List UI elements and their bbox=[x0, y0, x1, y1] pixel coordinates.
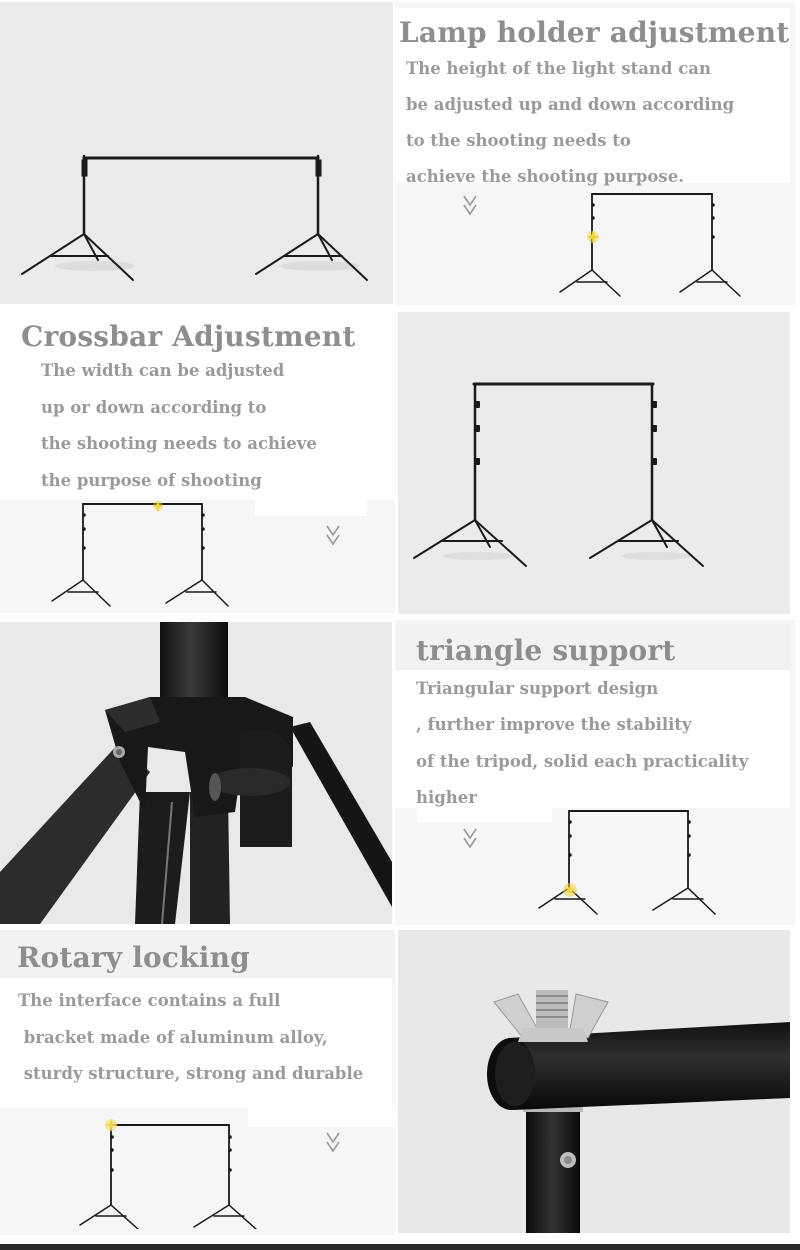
double-chevron-down-icon bbox=[326, 525, 340, 546]
section-text-line: up or down according to bbox=[41, 398, 267, 417]
section-title: Rotary locking bbox=[17, 941, 250, 974]
small-stand-illustration bbox=[559, 193, 741, 297]
text-backdrop bbox=[255, 498, 367, 516]
text-backdrop bbox=[0, 978, 392, 1108]
section-text-line: higher bbox=[416, 788, 477, 807]
section-text-line: bracket made of aluminum alloy, bbox=[18, 1028, 328, 1047]
section-text-line: Triangular support design bbox=[416, 679, 659, 698]
text-backdrop bbox=[417, 806, 552, 822]
double-chevron-down-icon bbox=[326, 1132, 340, 1153]
section-text-line: , further improve the stability bbox=[416, 715, 692, 734]
text-backdrop bbox=[395, 670, 790, 808]
double-chevron-down-icon bbox=[463, 195, 477, 216]
wing-nut-closeup bbox=[487, 990, 790, 1233]
section-text-line: The height of the light stand can bbox=[406, 59, 711, 78]
small-stand-illustration bbox=[51, 500, 229, 607]
small-stand-illustration bbox=[538, 810, 716, 915]
section-text-line: sturdy structure, strong and durable bbox=[18, 1064, 364, 1083]
section-text-line: The interface contains a full bbox=[18, 991, 281, 1010]
section-text-line: be adjusted up and down according bbox=[406, 95, 735, 114]
backdrop-stand-illustration bbox=[413, 382, 704, 567]
wing-nut-joint-photo bbox=[398, 930, 790, 1233]
section-text-line: the shooting needs to achieve bbox=[41, 434, 317, 453]
section-title: Crossbar Adjustment bbox=[21, 320, 356, 353]
backdrop-stand-photo-1 bbox=[0, 2, 393, 304]
section-text-line: The width can be adjusted bbox=[41, 361, 285, 380]
backdrop-stand-illustration bbox=[21, 154, 368, 281]
sparkle-highlight-icon bbox=[563, 883, 577, 897]
section-text-line: of the tripod, solid each practicality bbox=[416, 752, 749, 771]
sparkle-highlight-icon bbox=[152, 500, 164, 512]
backdrop-stand-photo-2 bbox=[398, 312, 790, 614]
section-rotary-locking: Rotary locking The interface contains a … bbox=[0, 930, 395, 1235]
tripod-joint-closeup bbox=[0, 622, 392, 924]
title-backdrop bbox=[395, 624, 790, 670]
section-text-line: achieve the shooting purpose. bbox=[406, 167, 684, 186]
text-backdrop bbox=[0, 310, 395, 500]
section-lamp-holder: Lamp holder adjustment The height of the… bbox=[395, 2, 795, 305]
section-text-line: the purpose of shooting bbox=[41, 471, 262, 490]
section-title: Lamp holder adjustment bbox=[399, 16, 790, 49]
sparkle-highlight-icon bbox=[586, 230, 600, 244]
section-text-line: to the shooting needs to bbox=[406, 131, 631, 150]
text-backdrop bbox=[395, 8, 790, 183]
section-title: triangle support bbox=[416, 634, 676, 667]
small-stand-illustration bbox=[79, 1118, 257, 1229]
tripod-joint-photo bbox=[0, 622, 392, 924]
sparkle-highlight-icon bbox=[104, 1118, 118, 1132]
section-triangle-support: triangle support Triangular support desi… bbox=[395, 620, 795, 925]
section-crossbar: Crossbar Adjustment The width can be adj… bbox=[0, 310, 395, 613]
double-chevron-down-icon bbox=[463, 828, 477, 849]
text-backdrop bbox=[248, 1105, 395, 1127]
title-backdrop bbox=[0, 930, 395, 978]
footer-divider bbox=[0, 1244, 800, 1250]
